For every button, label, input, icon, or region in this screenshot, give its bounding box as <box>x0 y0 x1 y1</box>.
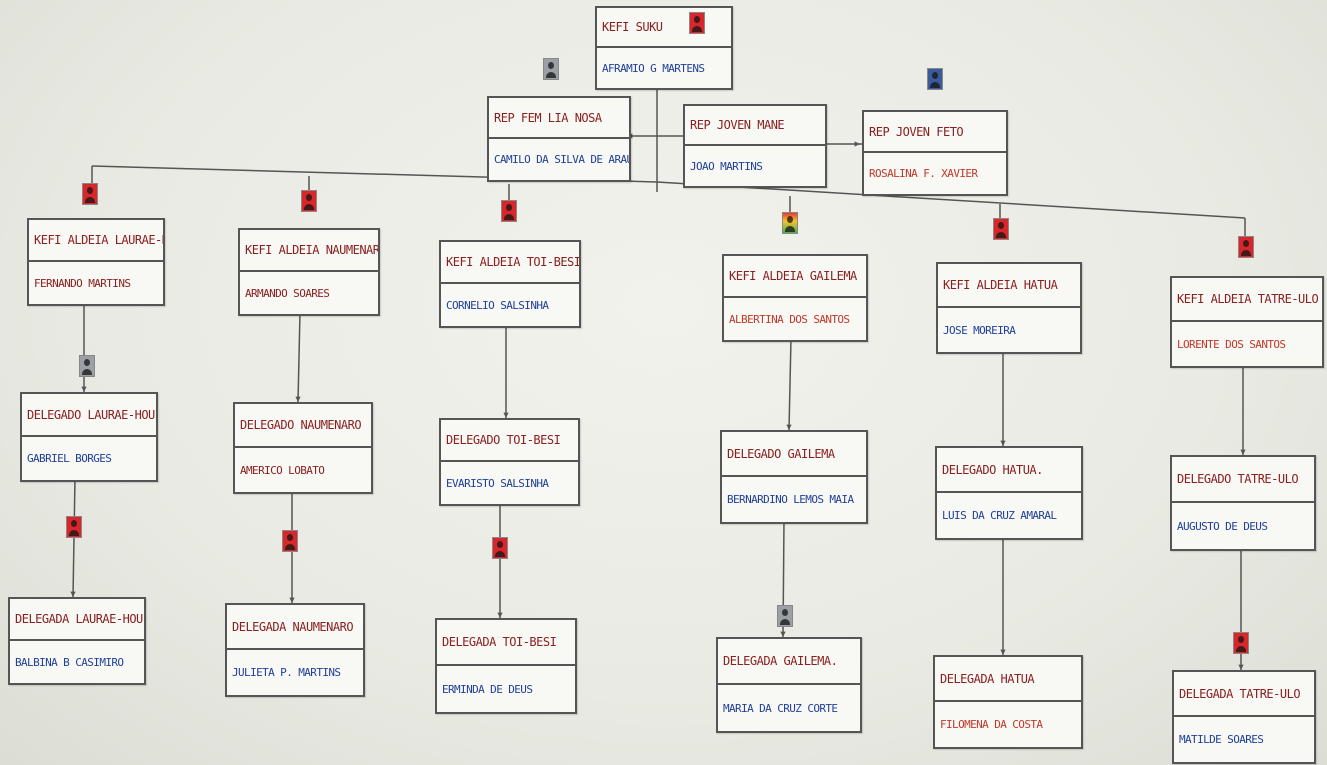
node-role: REP JOVEN FETO <box>864 112 1006 153</box>
node-role: DELEGADO TATRE-ULO <box>1172 457 1314 503</box>
portrait-photo <box>782 212 798 234</box>
arrowhead <box>854 141 860 147</box>
node-role: DELEGADA TATRE-ULO <box>1174 672 1314 717</box>
arrowhead <box>81 386 87 392</box>
node-person: JULIETA P. MARTINS <box>232 666 341 679</box>
node-person: ROSALINA F. XAVIER <box>869 167 978 180</box>
delegado-laurae-hou-box: DELEGADO LAURAE-HOU GABRIEL BORGES <box>20 392 158 482</box>
node-role: REP FEM LIA NOSA <box>489 98 629 139</box>
node-role: DELEGADO GAILEMA <box>722 432 866 477</box>
node-person: JOSE MOREIRA <box>943 323 1016 337</box>
portrait-photo <box>1233 632 1249 654</box>
portrait-photo <box>993 218 1009 240</box>
node-role: KEFI ALDEIA GAILEMA <box>724 256 866 298</box>
node-person: MARIA DA CRUZ CORTE <box>723 701 838 715</box>
node-person: AFRAMIO G MARTENS <box>602 61 705 75</box>
node-person: FERNANDO MARTINS <box>34 276 131 290</box>
node-person: LORENTE DOS SANTOS <box>1177 337 1286 351</box>
node-person: AMERICO LOBATO <box>240 463 325 477</box>
node-person: ERMINDA DE DEUS <box>442 682 533 696</box>
node-role: DELEGADO HATUA. <box>937 448 1081 493</box>
delegada-naumenaro-box: DELEGADA NAUMENARO JULIETA P. MARTINS <box>225 603 365 697</box>
arrowhead <box>503 412 509 418</box>
delegado-tatre-ulo-box: DELEGADO TATRE-ULO AUGUSTO DE DEUS <box>1170 455 1316 551</box>
node-person: BALBINA B CASIMIRO <box>15 655 124 669</box>
node-person: MATILDE SOARES <box>1179 733 1264 746</box>
kefe-aldeia-toi-besi-box: KEFI ALDEIA TOI-BESI CORNELIO SALSINHA <box>439 240 581 328</box>
kefe-aldeia-naumenaro-box: KEFI ALDEIA NAUMENARO. ARMANDO SOARES <box>238 228 380 316</box>
node-role: DELEGADO LAURAE-HOU <box>22 394 156 437</box>
node-role: KEFI ALDEIA TATRE-ULO <box>1172 278 1322 322</box>
node-role: DELEGADA TOI-BESI <box>437 620 575 666</box>
node-role: REP JOVEN MANE <box>685 106 825 146</box>
node-person: JOAO MARTINS <box>690 159 763 173</box>
node-role: KEFI ALDEIA TOI-BESI <box>441 242 579 284</box>
node-person: GABRIEL BORGES <box>27 452 112 465</box>
arrowhead <box>1000 649 1006 655</box>
delegado-toi-besi-box: DELEGADO TOI-BESI EVARISTO SALSINHA <box>439 418 580 506</box>
node-role: DELEGADA GAILEMA. <box>718 639 860 685</box>
delegada-gailema-box: DELEGADA GAILEMA. MARIA DA CRUZ CORTE <box>716 637 862 733</box>
rep-joven-mane-box: REP JOVEN MANE JOAO MARTINS <box>683 104 827 188</box>
node-role: KEFI ALDEIA NAUMENARO. <box>240 230 378 272</box>
connector-line <box>297 311 301 403</box>
portrait-photo <box>492 537 508 559</box>
node-role: DELEGADO NAUMENARO <box>235 404 371 448</box>
node-person: ARMANDO SOARES <box>245 286 330 300</box>
node-role: KEFI SUKU <box>597 8 731 48</box>
node-person: EVARISTO SALSINHA <box>446 476 549 490</box>
arrowhead <box>1238 664 1244 670</box>
delegado-hatua-box: DELEGADO HATUA. LUIS DA CRUZ AMARAL <box>935 446 1083 540</box>
rep-feto-box: REP FEM LIA NOSA CAMILO DA SILVA DE ARAU… <box>487 96 631 182</box>
connector-line <box>788 337 792 431</box>
delegado-gailema-box: DELEGADO GAILEMA BERNARDINO LEMOS MAIA <box>720 430 868 524</box>
delegado-naumenaro-box: DELEGADO NAUMENARO AMERICO LOBATO <box>233 402 373 494</box>
node-person: AUGUSTO DE DEUS <box>1177 519 1268 533</box>
node-role: KEFI ALDEIA LAURAE-HOU <box>29 220 163 262</box>
arrowhead <box>497 612 503 618</box>
node-person: ALBERTINA DOS SANTOS <box>729 312 850 326</box>
portrait-photo <box>689 12 705 34</box>
kefe-aldeia-tatre-ulo-box: KEFI ALDEIA TATRE-ULO LORENTE DOS SANTOS <box>1170 276 1324 368</box>
portrait-photo <box>301 190 317 212</box>
portrait-photo <box>82 183 98 205</box>
kefe-aldeia-gailema-box: KEFI ALDEIA GAILEMA ALBERTINA DOS SANTOS <box>722 254 868 342</box>
kefe-aldeia-hatua-box: KEFI ALDEIA HATUA JOSE MOREIRA <box>936 262 1082 354</box>
delegada-toi-besi-box: DELEGADA TOI-BESI ERMINDA DE DEUS <box>435 618 577 714</box>
arrowhead <box>70 591 76 597</box>
node-person: CAMILO DA SILVA DE ARAUJO <box>494 153 629 166</box>
node-role: KEFI ALDEIA HATUA <box>938 264 1080 308</box>
node-person: BERNARDINO LEMOS MAIA <box>727 493 854 506</box>
node-person: CORNELIO SALSINHA <box>446 298 549 312</box>
node-person: FILOMENA DA COSTA <box>940 718 1043 731</box>
portrait-photo <box>282 530 298 552</box>
portrait-photo <box>79 355 95 377</box>
portrait-photo <box>543 58 559 80</box>
arrowhead <box>289 597 295 603</box>
arrowhead <box>786 424 792 430</box>
rep-joven-feto-box: REP JOVEN FETO ROSALINA F. XAVIER <box>862 110 1008 196</box>
delegada-tatre-ulo-box: DELEGADA TATRE-ULO MATILDE SOARES <box>1172 670 1316 764</box>
chefe-suku-box: KEFI SUKU AFRAMIO G MARTENS <box>595 6 733 90</box>
node-person: LUIS DA CRUZ AMARAL <box>942 509 1057 522</box>
node-role: DELEGADA HATUA <box>935 657 1081 702</box>
portrait-photo <box>1238 236 1254 258</box>
portrait-photo <box>66 516 82 538</box>
delegada-hatua-box: DELEGADA HATUA FILOMENA DA COSTA <box>933 655 1083 749</box>
delegada-laurae-hou-box: DELEGADA LAURAE-HOU BALBINA B CASIMIRO <box>8 597 146 685</box>
arrowhead <box>295 396 301 402</box>
node-role: DELEGADA LAURAE-HOU <box>10 599 144 641</box>
portrait-photo <box>501 200 517 222</box>
node-role: DELEGADA NAUMENARO <box>227 605 363 650</box>
portrait-photo <box>927 68 943 90</box>
arrowhead <box>1240 449 1246 455</box>
kefe-aldeia-laurae-hou-box: KEFI ALDEIA LAURAE-HOU FERNANDO MARTINS <box>27 218 165 306</box>
arrowhead <box>780 631 786 637</box>
arrowhead <box>1000 440 1006 446</box>
portrait-photo <box>777 605 793 627</box>
node-role: DELEGADO TOI-BESI <box>441 420 578 462</box>
connector-line <box>656 181 1246 219</box>
